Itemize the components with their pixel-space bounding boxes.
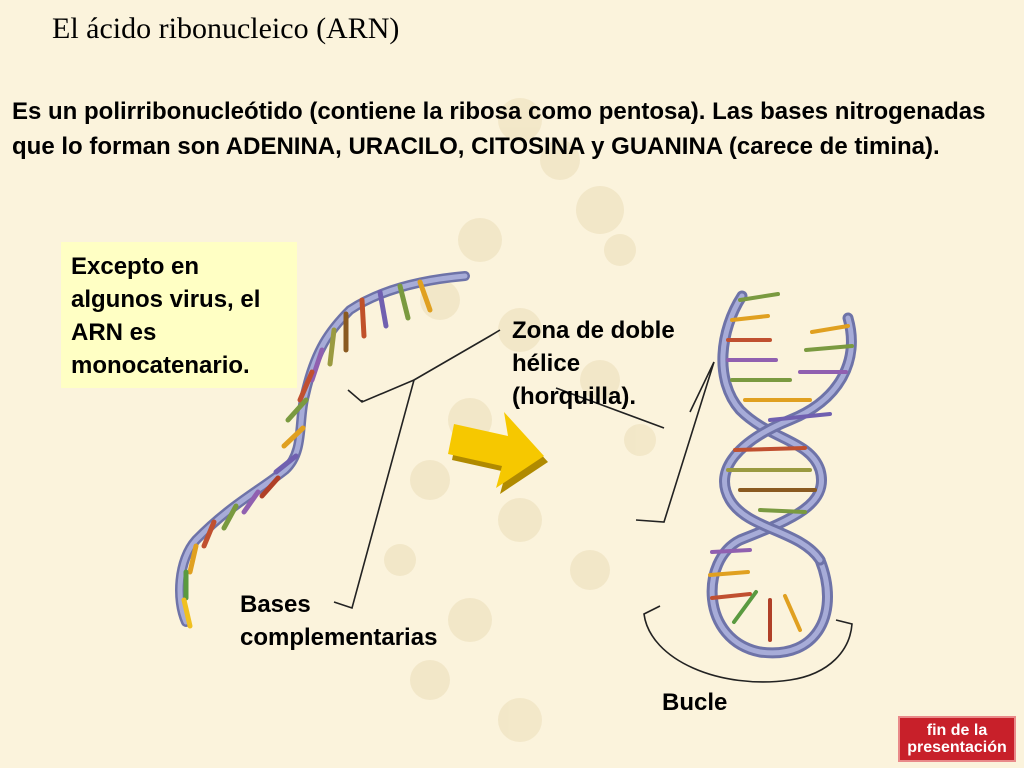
callout-box: Excepto en algunos virus, el ARN es mono… <box>61 242 297 388</box>
label-complementary-bases: Bases complementarias <box>240 591 438 651</box>
end-button-line1: fin de la <box>926 722 988 739</box>
label-loop: Bucle <box>662 689 728 716</box>
label-double-helix: Zona de doble hélice (horquilla). <box>512 317 675 410</box>
end-button-line2: presentación <box>907 739 1007 756</box>
intro-text: Es un polirribonucleótido (contiene la r… <box>12 98 986 160</box>
end-presentation-button[interactable]: fin de la presentación <box>898 716 1016 762</box>
slide-title: El ácido ribonucleico (ARN) <box>52 12 400 45</box>
